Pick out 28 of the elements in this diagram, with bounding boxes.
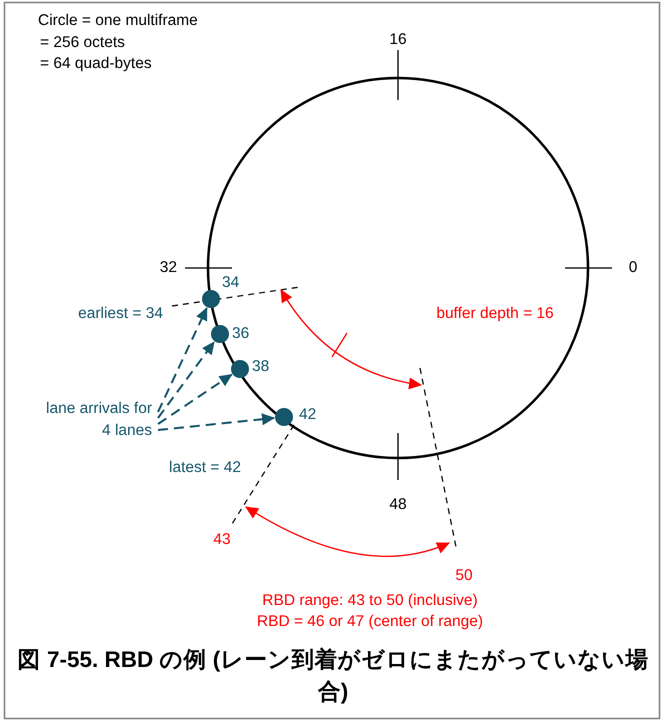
arrival-dot xyxy=(231,360,249,378)
arrow xyxy=(157,341,215,419)
dot-label: 42 xyxy=(299,405,316,425)
arrow xyxy=(157,374,233,425)
annotation-text: latest = 42 xyxy=(169,458,241,478)
note-text: = 64 quad-bytes xyxy=(40,54,152,74)
tick-label: 0 xyxy=(628,258,638,278)
dot-label: 34 xyxy=(222,273,240,293)
tick-label: 32 xyxy=(160,258,177,278)
arrow xyxy=(157,307,208,412)
annotation-text: RBD = 46 or 47 (center of range) xyxy=(256,612,484,632)
dot-label: 38 xyxy=(252,357,270,377)
dot-label: 36 xyxy=(232,324,250,344)
annotation-text: 43 xyxy=(213,530,231,550)
arrival-dot xyxy=(275,408,293,426)
tick-label: 16 xyxy=(389,30,407,50)
arrival-dot xyxy=(202,290,220,308)
note-text: = 256 octets xyxy=(40,33,125,53)
annotation-text: earliest = 34 xyxy=(78,304,163,324)
figure-caption: 図 7-55. RBD の例 (レーン到着がゼロにまたがっていない場合) xyxy=(16,646,650,706)
tick-label: 48 xyxy=(389,495,407,515)
annotation-text: 50 xyxy=(455,566,473,586)
lane-arrivals-text: lane arrivals for 4 lanes xyxy=(40,398,152,442)
arrival-dot xyxy=(211,325,229,343)
arrow xyxy=(158,413,276,431)
note-text: Circle = one multiframe xyxy=(38,11,198,31)
annotation-text: RBD range: 43 to 50 (inclusive) xyxy=(262,591,478,611)
dimension-label: buffer depth = 16 xyxy=(436,304,554,324)
